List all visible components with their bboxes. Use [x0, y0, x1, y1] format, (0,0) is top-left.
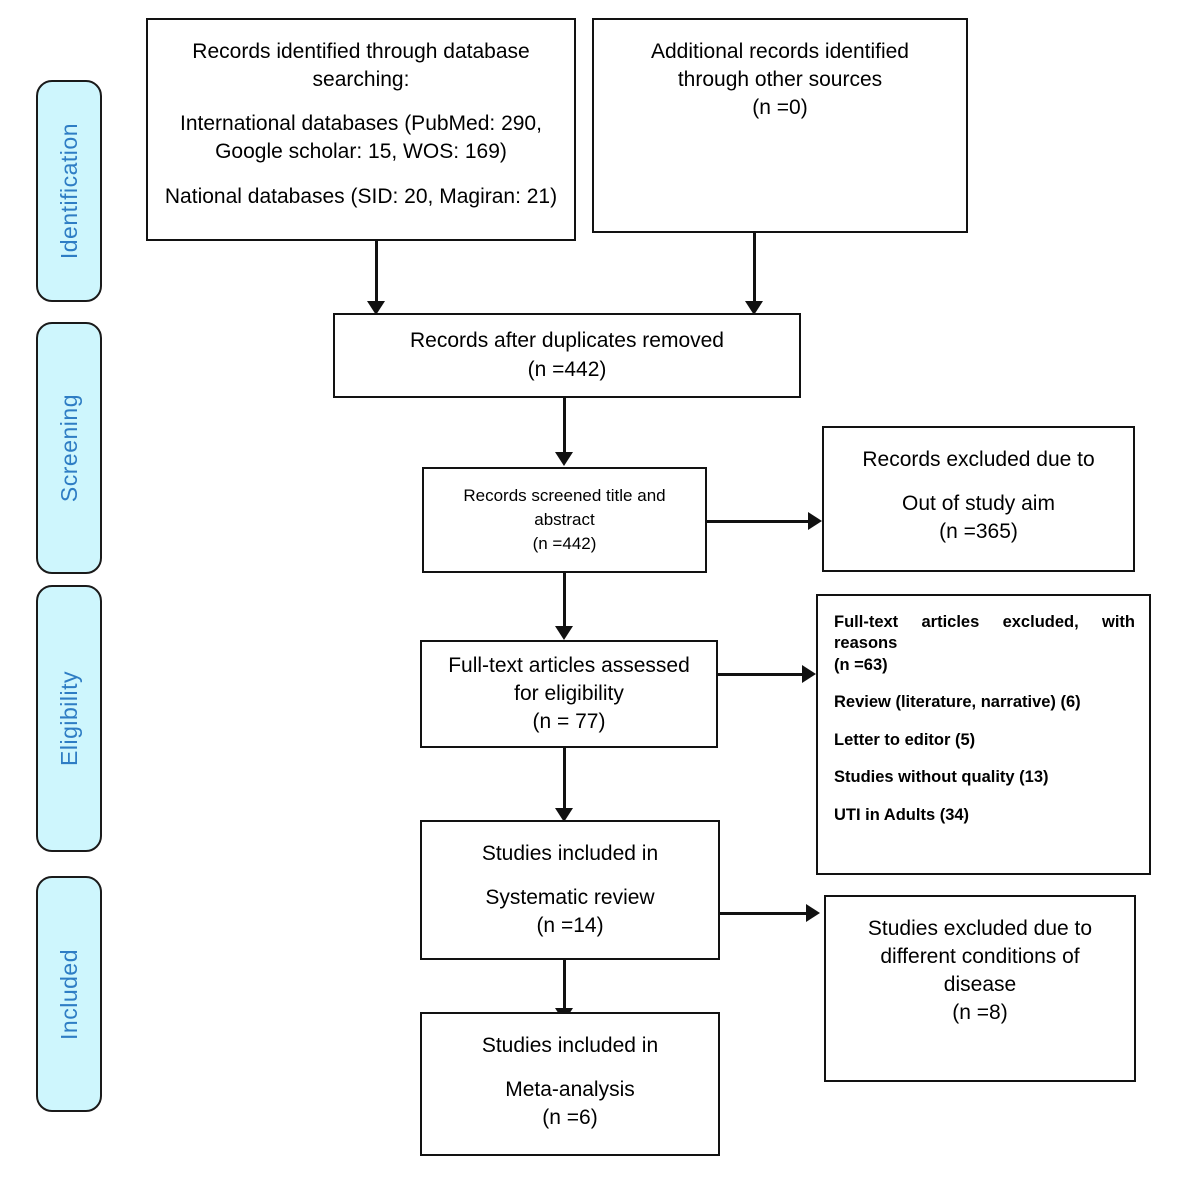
arrowhead-screened-to-fulltext — [555, 626, 573, 640]
connector-systematic-review-to-studies-excluded — [720, 912, 815, 915]
box-line: (n =6) — [542, 1106, 598, 1130]
arrowhead-fulltext-to-systematic-review — [555, 808, 573, 822]
box-line: (n =8) — [952, 1001, 1008, 1025]
box-line: Records identified through database — [192, 40, 530, 63]
reasons-count: (n =63) — [834, 655, 888, 674]
box-line: Meta-analysis — [505, 1078, 635, 1102]
box-records-excluded: Records excluded due to Out of study aim… — [822, 426, 1135, 572]
arrowhead-fulltext-to-reasons — [802, 665, 816, 683]
connector-fulltext-to-systematic-review — [563, 748, 566, 810]
box-line: Studies included in — [481, 842, 659, 865]
box-fulltext-excluded-reasons: Full-text articles excluded, with reason… — [816, 594, 1151, 875]
connector-duplicates-to-screened — [563, 398, 566, 454]
box-line: through other sources — [677, 68, 883, 92]
arrowhead-screened-to-records-excluded — [808, 512, 822, 530]
box-line: Records after duplicates removed — [410, 329, 724, 353]
box-line: abstract — [534, 510, 595, 530]
box-studies-excluded: Studies excluded due to different condit… — [824, 895, 1136, 1082]
arrowhead-db-search-to-duplicates — [367, 301, 385, 315]
box-line: different conditions of — [880, 945, 1080, 969]
reason-item: Review (literature, narrative) (6) — [834, 693, 1081, 712]
box-line: Records screened title and — [463, 486, 666, 506]
box-line: Google scholar: 15, WOS: 169) — [215, 140, 507, 164]
reason-item: Letter to editor (5) — [834, 730, 976, 749]
box-fulltext-assessed: Full-text articles assessed for eligibil… — [420, 640, 718, 748]
box-line: (n =442) — [532, 533, 597, 553]
box-line: Studies excluded due to — [867, 917, 1093, 940]
box-line: National databases (SID: 20, Magiran: 21… — [164, 184, 558, 208]
connector-systematic-review-to-meta-analysis — [563, 960, 566, 1012]
reasons-heading-cont: reasons — [834, 634, 898, 653]
reason-item: Studies without quality (13) — [834, 768, 1049, 787]
box-records-after-duplicates-removed: Records after duplicates removed (n =442… — [333, 313, 801, 398]
box-line: Additional records identified — [651, 40, 909, 63]
box-records-identified-database: Records identified through database sear… — [146, 18, 576, 241]
phase-pill-identification: Identification — [36, 80, 102, 302]
phase-label-screening: Screening — [55, 393, 82, 503]
connector-screened-to-records-excluded — [707, 520, 811, 523]
connector-db-search-to-duplicates — [375, 241, 378, 304]
box-additional-records-other-sources: Additional records identified through ot… — [592, 18, 968, 233]
phase-label-identification: Identification — [55, 122, 82, 260]
box-line: (n = 77) — [532, 710, 606, 734]
phase-label-included: Included — [55, 948, 82, 1040]
box-meta-analysis: Studies included in Meta-analysis (n =6) — [420, 1012, 720, 1156]
box-line: searching: — [312, 68, 410, 92]
box-line: Records excluded due to — [862, 448, 1095, 471]
arrowhead-other-sources-to-duplicates — [745, 301, 763, 315]
box-line: (n =14) — [536, 914, 604, 938]
box-line: (n =365) — [939, 520, 1018, 544]
box-line: Systematic review — [485, 886, 655, 910]
box-line: (n =442) — [527, 357, 607, 381]
reasons-heading: Full-text articles excluded, with — [834, 613, 1135, 631]
box-line: for eligibility — [514, 681, 624, 705]
phase-pill-included: Included — [36, 876, 102, 1112]
box-line: Out of study aim — [902, 492, 1055, 516]
reason-item: UTI in Adults (34) — [834, 805, 970, 824]
phase-label-eligibility: Eligibility — [55, 671, 82, 766]
phase-pill-eligibility: Eligibility — [36, 585, 102, 852]
connector-screened-to-fulltext — [563, 573, 566, 629]
box-line: Full-text articles assessed — [448, 653, 690, 677]
arrowhead-systematic-review-to-studies-excluded — [806, 904, 820, 922]
box-records-screened: Records screened title and abstract (n =… — [422, 467, 707, 573]
box-line: International databases (PubMed: 290, — [180, 112, 542, 136]
box-line: Studies included in — [481, 1034, 659, 1057]
phase-pill-screening: Screening — [36, 322, 102, 574]
connector-fulltext-to-reasons — [718, 673, 813, 676]
box-line: (n =0) — [752, 96, 808, 120]
box-line: disease — [943, 973, 1017, 997]
box-systematic-review: Studies included in Systematic review (n… — [420, 820, 720, 960]
connector-other-sources-to-duplicates — [753, 233, 756, 304]
arrowhead-duplicates-to-screened — [555, 452, 573, 466]
